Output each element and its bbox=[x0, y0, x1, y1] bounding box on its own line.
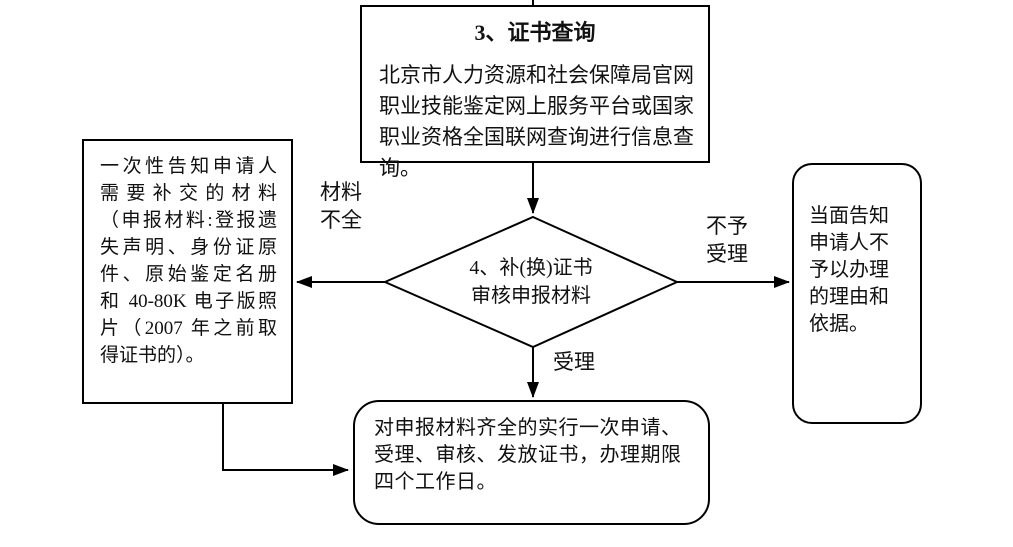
edge-label-not-accepted: 不予 受理 bbox=[706, 212, 748, 268]
text-line: 不全 bbox=[320, 208, 362, 232]
text-line: 申请人不 bbox=[809, 232, 889, 254]
text-line: 一次性告知申请人 bbox=[100, 156, 277, 177]
text-line: 受理、审核、发放证书，办理期限 bbox=[374, 444, 682, 466]
node-certificate-query-title: 3、证书查询 bbox=[474, 20, 596, 45]
text-line: 当面告知 bbox=[809, 205, 889, 227]
node-certificate-query: 3、证书查询 北京市人力资源和社会保障局官网 职业技能鉴定网上服务平台或国家 职… bbox=[360, 5, 710, 180]
text-line: 询。 bbox=[379, 156, 421, 180]
text-line: 的理由和 bbox=[809, 286, 889, 308]
text-line: 4、补(换)证书 bbox=[469, 257, 593, 279]
text-line: 职业资格全国联网查询进行信息查 bbox=[379, 125, 694, 149]
text-line: 和 40-80K 电子版照 bbox=[100, 291, 277, 312]
edge-label-accepted: 受理 bbox=[553, 350, 595, 374]
text-line: 失声明、身份证原 bbox=[100, 237, 277, 258]
node-process-application: 对申报材料齐全的实行一次申请、 受理、审核、发放证书，办理期限 四个工作日。 bbox=[353, 400, 710, 525]
text-line: 片（2007 年之前取 bbox=[100, 318, 277, 339]
text-line: 审核申报材料 bbox=[471, 285, 591, 307]
node-certificate-query-body: 北京市人力资源和社会保障局官网 职业技能鉴定网上服务平台或国家 职业资格全国联网… bbox=[362, 60, 708, 184]
node-review-decision-label: 4、补(换)证书 审核申报材料 bbox=[421, 254, 641, 310]
text-line: 予以办理 bbox=[809, 259, 889, 281]
text-line: 对申报材料齐全的实行一次申请、 bbox=[374, 417, 682, 439]
edge-notify-to-process bbox=[222, 404, 349, 476]
text-line: 材料 bbox=[320, 180, 362, 204]
node-rejection-notice: 当面告知 申请人不 予以办理 的理由和 依据。 bbox=[792, 163, 922, 424]
text-line: 得证书的）。 bbox=[100, 345, 205, 366]
text-line: 件、原始鉴定名册 bbox=[100, 264, 277, 285]
text-line: 职业技能鉴定网上服务平台或国家 bbox=[379, 94, 694, 118]
text-line: （申报材料:登报遗 bbox=[100, 210, 277, 231]
text-line: 北京市人力资源和社会保障局官网 bbox=[379, 63, 694, 87]
text-line: 受理 bbox=[706, 242, 748, 266]
text-line: 依据。 bbox=[809, 313, 869, 335]
text-line: 四个工作日。 bbox=[374, 471, 497, 493]
text-line: 需要补交的材料 bbox=[100, 183, 277, 204]
node-notify-missing-materials: 一次性告知申请人 需要补交的材料 （申报材料:登报遗 失声明、身份证原 件、原始… bbox=[82, 139, 293, 404]
text-line: 不予 bbox=[706, 214, 748, 238]
edge-label-materials-incomplete: 材料 不全 bbox=[320, 178, 362, 234]
